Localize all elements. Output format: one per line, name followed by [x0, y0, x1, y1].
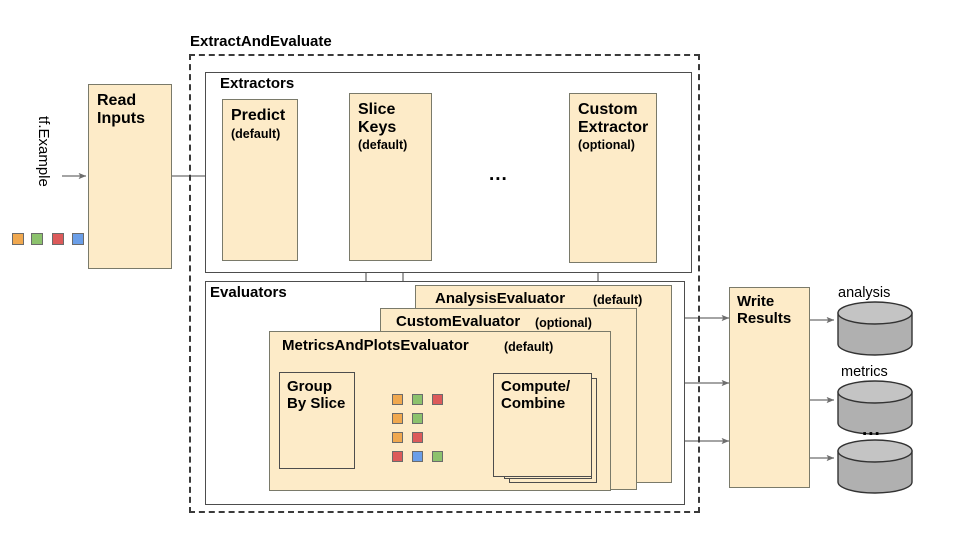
slice-chip — [432, 451, 443, 462]
write-results-box[interactable]: Write Results — [729, 287, 810, 488]
input-chip — [31, 233, 43, 245]
extractor-note: (default) — [231, 127, 281, 141]
output-cylinder-analysis — [837, 301, 913, 356]
evaluator-note: (default) — [593, 293, 643, 307]
slice-chip — [392, 413, 403, 424]
compute-combine-label: Compute/ Combine — [501, 378, 571, 412]
slice-chip — [412, 413, 423, 424]
output-label-more: ... — [862, 419, 881, 440]
slice-chip — [392, 451, 403, 462]
output-label-analysis: analysis — [838, 285, 891, 301]
evaluator-name: CustomEvaluator — [396, 313, 521, 330]
output-label-metrics: metrics — [841, 364, 888, 380]
extractor-name: Slice Keys — [358, 101, 397, 136]
extractors-ellipsis: ... — [489, 164, 508, 185]
extractor-box-slice-keys[interactable]: Slice Keys (default) — [349, 93, 432, 261]
slice-chip — [412, 451, 423, 462]
slice-chip — [392, 394, 403, 405]
input-label: tf.Example — [35, 116, 52, 187]
output-cylinder-more — [837, 439, 913, 494]
write-results-label: Write Results — [737, 293, 792, 327]
input-chip — [12, 233, 24, 245]
input-chip — [72, 233, 84, 245]
evaluators-title: Evaluators — [210, 284, 287, 301]
input-chip — [52, 233, 64, 245]
extractor-note: (default) — [358, 138, 408, 152]
group-by-slice-box[interactable]: Group By Slice — [279, 372, 355, 469]
extractor-note: (optional) — [578, 138, 635, 152]
extractor-name: Custom Extractor — [578, 101, 649, 136]
evaluator-name: AnalysisEvaluator — [435, 290, 566, 307]
slice-chip — [412, 394, 423, 405]
evaluator-note: (optional) — [535, 316, 592, 330]
group-by-slice-label: Group By Slice — [287, 378, 346, 412]
extract-and-evaluate-title: ExtractAndEvaluate — [190, 33, 332, 50]
compute-combine-box[interactable]: Compute/ Combine — [493, 373, 592, 477]
evaluator-name: MetricsAndPlotsEvaluator — [282, 337, 469, 354]
extractor-box-predict[interactable]: Predict (default) — [222, 99, 298, 261]
slice-chip — [412, 432, 423, 443]
slice-chip — [432, 394, 443, 405]
read-inputs-box[interactable]: Read Inputs — [88, 84, 172, 269]
read-inputs-label: Read Inputs — [97, 92, 145, 127]
extractors-title: Extractors — [220, 75, 295, 92]
evaluator-note: (default) — [504, 340, 554, 354]
extractor-box-custom[interactable]: Custom Extractor (optional) — [569, 93, 657, 263]
extract-and-evaluate-container — [189, 54, 700, 513]
extractor-name: Predict — [231, 107, 286, 124]
slice-chip — [392, 432, 403, 443]
